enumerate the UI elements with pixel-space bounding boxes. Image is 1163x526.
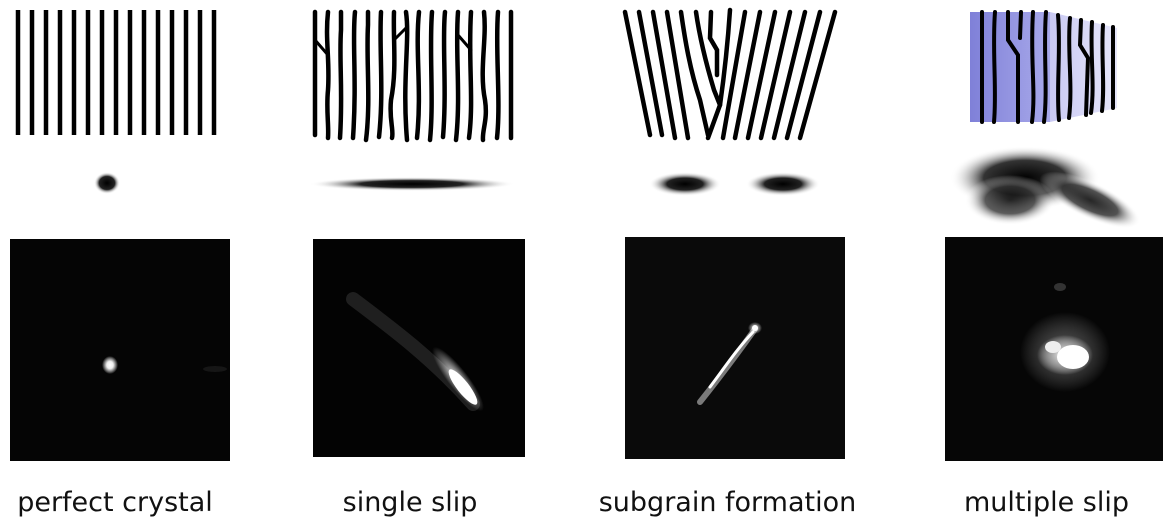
caption-subgrain-formation: subgrain formation	[598, 487, 857, 518]
panel-single-slip: single slip	[295, 0, 525, 526]
multiple-slip-xray-image	[945, 237, 1163, 461]
panel-subgrain-formation: subgrain formation	[590, 0, 865, 526]
panel-multiple-slip: multiple slip	[930, 0, 1163, 526]
caption-single-slip: single slip	[342, 487, 478, 518]
multiple-slip-spot-schematic	[950, 146, 1141, 229]
single-slip-lattice-diagram	[309, 9, 515, 191]
panel-perfect-crystal: perfect crystal	[0, 0, 230, 526]
subgrain-spot-left-schematic	[649, 172, 721, 196]
perfect-crystal-spot-schematic	[94, 172, 120, 194]
multiple-slip-cube-diagram	[950, 10, 1141, 229]
single-slip-xray-image	[313, 239, 525, 457]
caption-multiple-slip: multiple slip	[963, 487, 1130, 518]
subgrain-spot-right-schematic	[746, 172, 820, 196]
subgrain-formation-xray-image	[625, 237, 845, 459]
caption-perfect-crystal: perfect crystal	[17, 487, 213, 518]
single-slip-streak-schematic	[309, 177, 515, 191]
perfect-crystal-lattice-diagram	[15, 10, 217, 194]
perfect-crystal-xray-image	[10, 239, 230, 461]
subgrain-formation-lattice-diagram	[622, 7, 838, 196]
